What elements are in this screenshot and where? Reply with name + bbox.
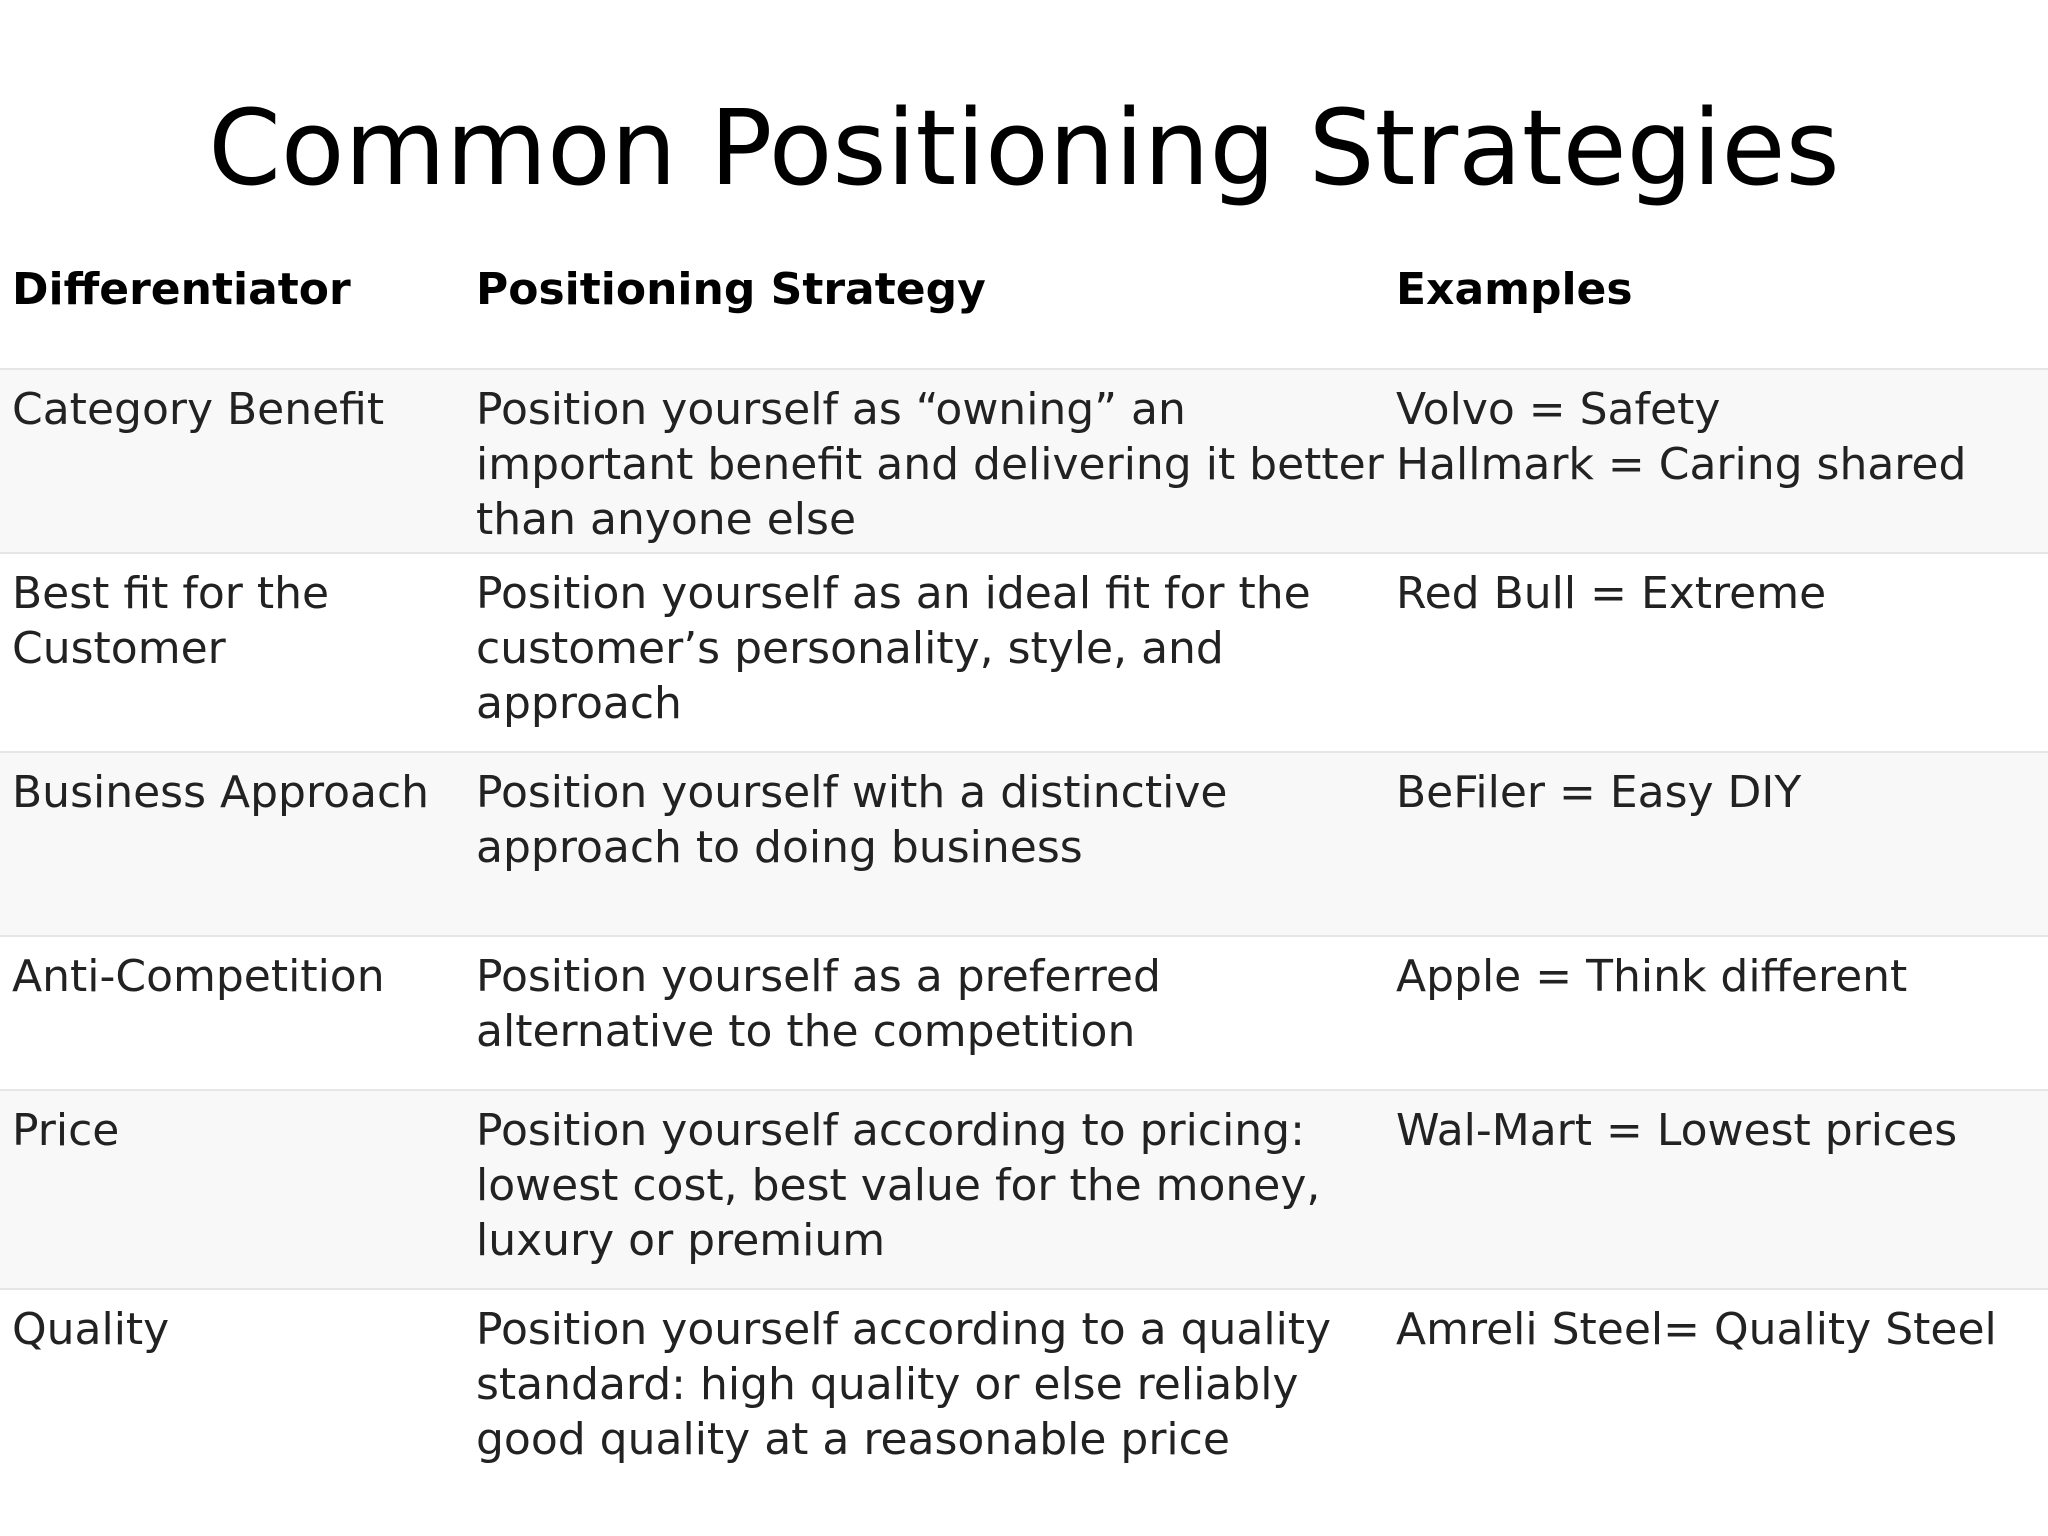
examples-cell: Amreli Steel= Quality Steel: [1396, 1290, 2048, 1490]
examples-cell: Wal-Mart = Lowest prices: [1396, 1091, 2048, 1288]
slide-title: Common Positioning Strategies: [208, 87, 1840, 209]
table-row: Best fit for the Customer Position yours…: [0, 554, 2048, 753]
examples-cell: Apple = Think different: [1396, 937, 2048, 1089]
table-row: Category Benefit Position yourself as “o…: [0, 370, 2048, 554]
positioning-table: Differentiator Positioning Strategy Exam…: [0, 250, 2048, 1490]
header-differentiator: Differentiator: [12, 264, 351, 315]
example-text: Apple = Think different: [1396, 951, 1908, 1002]
example-text: Red Bull = Extreme: [1396, 568, 1827, 619]
header-examples: Examples: [1396, 264, 1633, 315]
table-row: Anti-Competition Position yourself as a …: [0, 937, 2048, 1091]
strategy-cell: Position yourself as “owning” an importa…: [476, 384, 1384, 545]
table-header-row: Differentiator Positioning Strategy Exam…: [0, 250, 2048, 370]
strategy-cell: Position yourself as a preferred alterna…: [476, 951, 1161, 1057]
example-text: Volvo = Safety: [1396, 384, 1721, 435]
table-row: Business Approach Position yourself with…: [0, 753, 2048, 937]
differentiator-cell: Best fit for the Customer: [12, 568, 330, 674]
example-text: Hallmark = Caring shared: [1396, 439, 1967, 490]
examples-cell: Volvo = Safety Hallmark = Caring shared: [1396, 370, 2048, 552]
table-row: Quality Position yourself according to a…: [0, 1290, 2048, 1490]
differentiator-cell: Quality: [12, 1304, 170, 1355]
header-positioning-strategy: Positioning Strategy: [476, 264, 986, 315]
example-text: Wal-Mart = Lowest prices: [1396, 1105, 1958, 1156]
differentiator-cell: Business Approach: [12, 767, 430, 818]
examples-cell: BeFiler = Easy DIY: [1396, 753, 2048, 935]
differentiator-cell: Category Benefit: [12, 384, 385, 435]
example-text: Amreli Steel= Quality Steel: [1396, 1304, 1997, 1355]
differentiator-cell: Anti-Competition: [12, 951, 385, 1002]
examples-cell: Red Bull = Extreme: [1396, 554, 2048, 751]
differentiator-cell: Price: [12, 1105, 120, 1156]
example-text: BeFiler = Easy DIY: [1396, 767, 1802, 818]
strategy-cell: Position yourself according to a quality…: [476, 1304, 1332, 1465]
table-row: Price Position yourself according to pri…: [0, 1091, 2048, 1290]
strategy-cell: Position yourself with a distinctive app…: [476, 767, 1228, 873]
strategy-cell: Position yourself as an ideal fit for th…: [476, 568, 1311, 729]
strategy-cell: Position yourself according to pricing: …: [476, 1105, 1321, 1266]
